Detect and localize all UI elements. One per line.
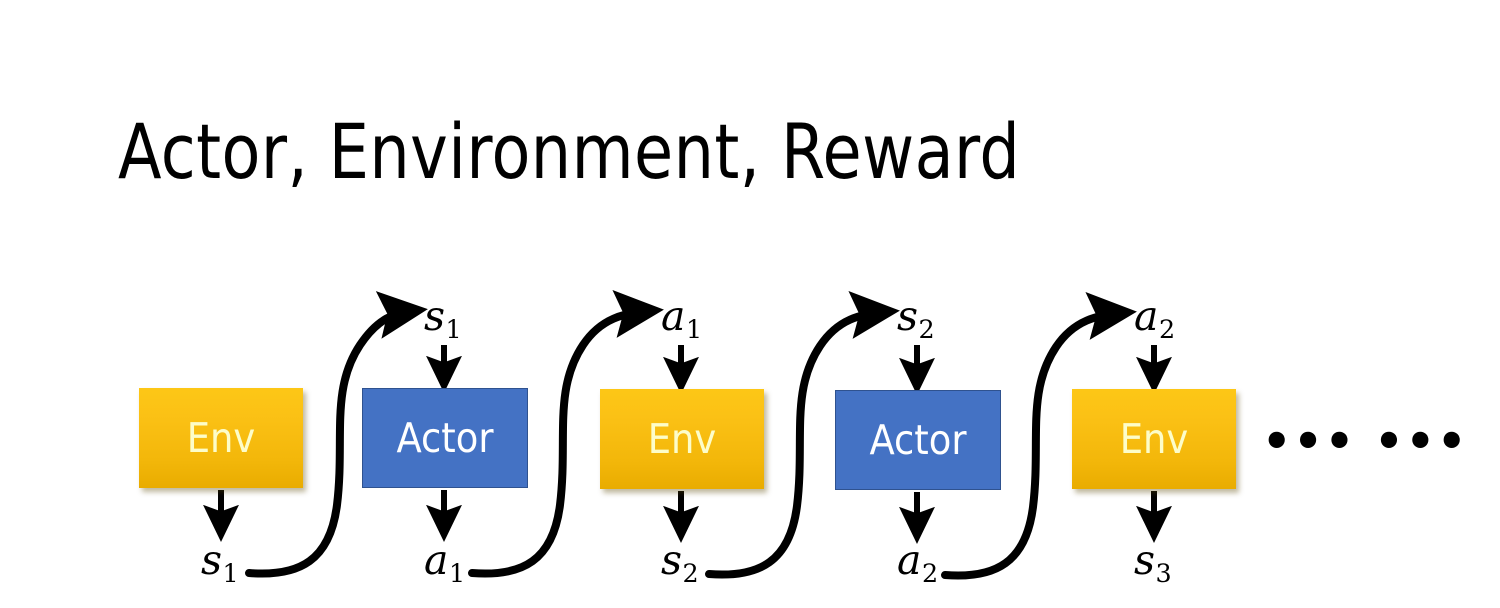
label-state-s1-bottom: s1 xyxy=(201,540,239,586)
symbol-subscript: 1 xyxy=(448,557,466,588)
ellipsis-continuation: ••• ••• xyxy=(1262,414,1469,468)
node-label: Env xyxy=(647,414,717,463)
page-title: Actor, Environment, Reward xyxy=(118,107,1021,196)
symbol-glyph: s xyxy=(1134,536,1156,584)
node-label: Env xyxy=(186,413,256,462)
symbol-glyph: s xyxy=(897,292,919,340)
symbol-subscript: 2 xyxy=(682,557,699,588)
symbol-glyph: a xyxy=(661,292,686,340)
symbol-subscript: 2 xyxy=(1158,313,1176,344)
symbol-subscript: 2 xyxy=(921,557,939,588)
node-label: Env xyxy=(1119,414,1189,463)
symbol-glyph: a xyxy=(424,536,449,584)
symbol-subscript: 3 xyxy=(1155,557,1172,588)
symbol-glyph: s xyxy=(201,536,223,584)
label-action-a2-top: a2 xyxy=(1134,296,1175,342)
label-state-s2-bottom: s2 xyxy=(661,540,699,586)
node-actor-1[interactable]: Actor xyxy=(362,388,528,488)
symbol-glyph: a xyxy=(1134,292,1159,340)
node-env-3[interactable]: Env xyxy=(1072,389,1236,489)
node-label: Actor xyxy=(396,413,494,462)
label-state-s2-top: s2 xyxy=(897,296,935,342)
label-action-a2-bottom: a2 xyxy=(897,540,938,586)
node-env-1[interactable]: Env xyxy=(139,388,303,488)
symbol-glyph: s xyxy=(424,292,446,340)
node-actor-2[interactable]: Actor xyxy=(835,390,1001,490)
symbol-subscript: 1 xyxy=(445,313,462,344)
label-state-s1-top: s1 xyxy=(424,296,462,342)
node-label: Actor xyxy=(869,415,967,464)
symbol-subscript: 2 xyxy=(918,313,935,344)
symbol-subscript: 1 xyxy=(222,557,239,588)
symbol-subscript: 1 xyxy=(685,313,703,344)
symbol-glyph: s xyxy=(661,536,683,584)
label-action-a1-bottom: a1 xyxy=(424,540,465,586)
label-state-s3-bottom: s3 xyxy=(1134,540,1172,586)
node-env-2[interactable]: Env xyxy=(600,389,764,489)
label-action-a1-top: a1 xyxy=(661,296,702,342)
symbol-glyph: a xyxy=(897,536,922,584)
